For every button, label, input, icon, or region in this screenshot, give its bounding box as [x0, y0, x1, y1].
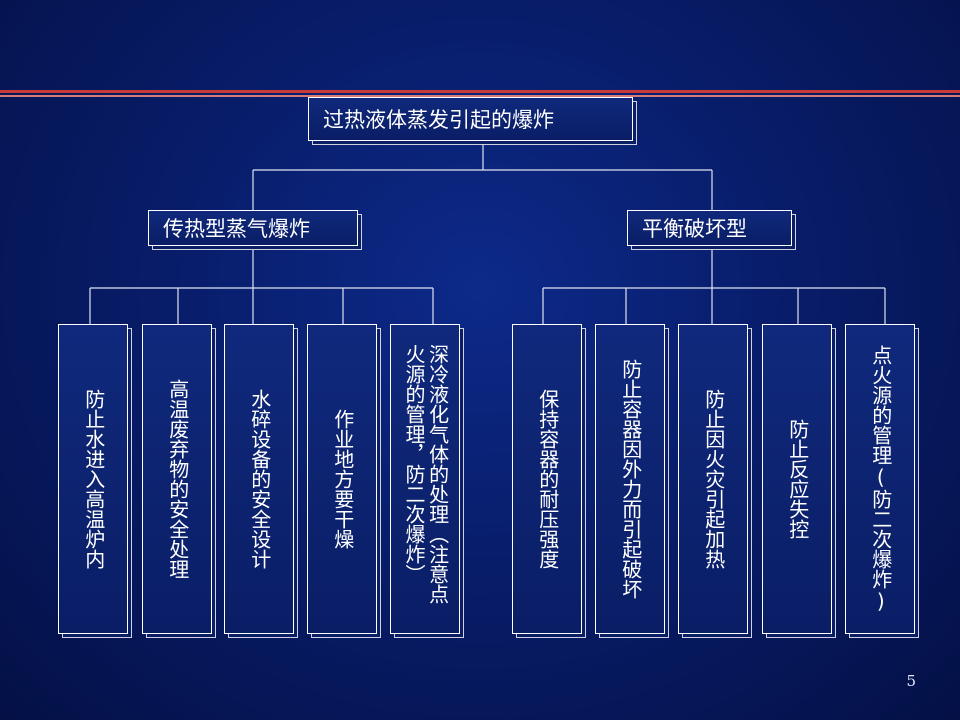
- leaf-node-label: 高温废弃物的安全处理: [165, 379, 190, 579]
- leaf-node-right-5: 点火源的管理(防二次爆炸): [845, 324, 915, 634]
- branch-node-left-label: 传热型蒸气爆炸: [163, 217, 310, 241]
- leaf-node-label: 点火源的管理(防二次爆炸): [868, 345, 893, 613]
- leaf-node-label: 防止水进入高温炉内: [81, 389, 106, 569]
- leaf-node-label: 防止反应失控: [785, 419, 810, 539]
- leaf-node-left-1: 防止水进入高温炉内: [58, 324, 128, 634]
- leaf-node-label: 作业地方要干燥: [330, 409, 355, 549]
- leaf-node-right-2: 防止容器因外力而引起破坏: [595, 324, 665, 634]
- leaf-node-left-2: 高温废弃物的安全处理: [142, 324, 212, 634]
- leaf-node-left-3: 水碎设备的安全设计: [224, 324, 294, 634]
- header-rule-pink: [0, 95, 960, 97]
- leaf-node-left-5: 深冷液化气体的处理（注意点火源的管理，防二次爆炸）: [390, 324, 460, 634]
- leaf-node-right-1: 保持容器的耐压强度: [512, 324, 582, 634]
- leaf-node-label: 防止因火灾引起加热: [701, 389, 726, 569]
- leaf-node-label: 保持容器的耐压强度: [535, 389, 560, 569]
- leaf-node-left-4: 作业地方要干燥: [307, 324, 377, 634]
- leaf-node-right-3: 防止因火灾引起加热: [678, 324, 748, 634]
- root-node-label: 过热液体蒸发引起的爆炸: [323, 108, 554, 132]
- page-number: 5: [906, 672, 916, 690]
- branch-node-right-label: 平衡破坏型: [642, 217, 747, 241]
- branch-node-left: 传热型蒸气爆炸: [148, 210, 358, 246]
- root-node: 过热液体蒸发引起的爆炸: [308, 97, 633, 141]
- leaf-node-right-4: 防止反应失控: [762, 324, 832, 634]
- branch-node-right: 平衡破坏型: [627, 210, 792, 246]
- leaf-node-label: 水碎设备的安全设计: [247, 389, 272, 569]
- leaf-node-label: 深冷液化气体的处理（注意点火源的管理，防二次爆炸）: [402, 344, 450, 604]
- leaf-node-label: 防止容器因外力而引起破坏: [618, 359, 643, 599]
- header-rule-red: [0, 90, 960, 93]
